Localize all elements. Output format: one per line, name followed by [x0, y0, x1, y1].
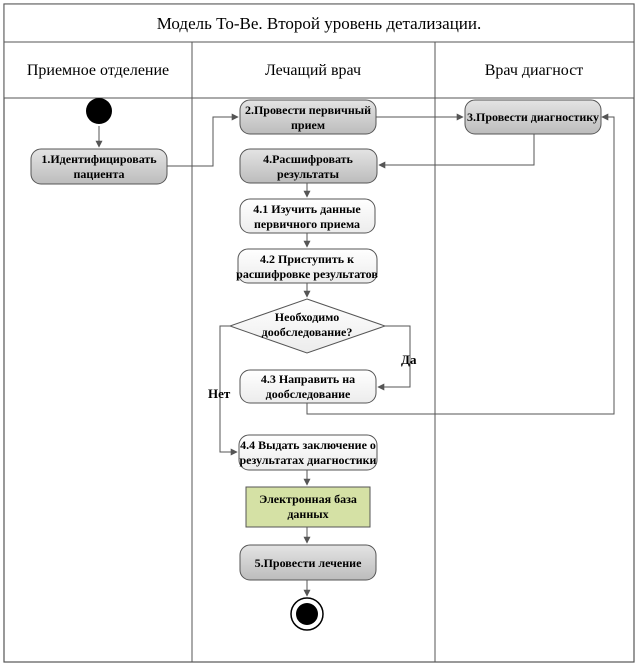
branch-yes-label: Да — [401, 352, 417, 367]
conclusion-line2: результатах диагностики — [240, 453, 377, 467]
primary-appointment-line2: прием — [291, 118, 325, 132]
branch-no-label: Нет — [208, 386, 231, 401]
activity-diagnostics: 3.Провести диагностику — [464, 99, 602, 135]
decode-results-line2: результаты — [277, 167, 340, 181]
decode-results-line1: 4.Расшифровать — [263, 152, 353, 166]
treatment-label: 5.Провести лечение — [255, 556, 362, 570]
study-data-line1: 4.1 Изучить данные — [253, 202, 361, 216]
conclusion-line1: 4.4 Выдать заключение о — [240, 438, 376, 452]
activity-start-decoding: 4.2 Приступить к расшифровке результатов — [236, 248, 378, 284]
start-node — [86, 98, 112, 124]
activity-treatment: 5.Провести лечение — [239, 544, 377, 581]
arrow-dec-yes-to-n43 — [377, 325, 411, 391]
end-node-core — [296, 603, 318, 625]
activity-issue-conclusion: 4.4 Выдать заключение о результатах диаг… — [238, 434, 378, 471]
start-decoding-line2: расшифровке результатов — [236, 267, 378, 281]
arrow-n43-to-n3 — [306, 113, 615, 415]
database-line2: данных — [287, 507, 328, 521]
activity-identify-patient: 1.Идентифицировать пациента — [30, 148, 168, 185]
title-bar — [3, 3, 635, 43]
activity-decode-results: 4.Расшифровать результаты — [239, 148, 378, 184]
diagram-title: Модель To-Be. Второй уровень детализации… — [157, 14, 482, 33]
database-electronic: Электронная база данных — [245, 486, 371, 528]
primary-appointment-line1: 2.Провести первичный — [245, 103, 371, 117]
start-decoding-line1: 4.2 Приступить к — [260, 252, 354, 266]
lane-attending-doctor: Лечащий врач — [265, 62, 361, 79]
lane-reception: Приемное отделение — [27, 62, 169, 79]
database-line1: Электронная база — [259, 492, 357, 506]
arrow-n1-to-n2 — [167, 113, 239, 167]
decision-line1: Необходимо — [275, 310, 339, 324]
activity-refer-extra-exam: 4.3 Направить на дообследование — [239, 369, 377, 404]
refer-line2: дообследование — [266, 387, 351, 401]
identify-patient-line2: пациента — [73, 167, 124, 181]
decision-line2: дообследование? — [262, 325, 353, 339]
connectors — [95, 113, 615, 597]
arrow-dec-no-to-n44 — [219, 325, 238, 456]
activity-primary-appointment: 2.Провести первичный прием — [239, 99, 377, 135]
lane-diagnostician: Врач диагност — [485, 62, 584, 79]
identify-patient-line1: 1.Идентифицировать — [41, 152, 157, 166]
activity-study-primary-data: 4.1 Изучить данные первичного приема — [239, 198, 376, 234]
arrow-n3-to-n4 — [378, 134, 535, 169]
diagnostics-label: 3.Провести диагностику — [467, 110, 599, 124]
decision-extra-exam: Необходимо дообследование? — [228, 298, 387, 354]
study-data-line2: первичного приема — [254, 217, 360, 231]
refer-line1: 4.3 Направить на — [261, 372, 355, 386]
lane-header-row — [3, 41, 635, 99]
